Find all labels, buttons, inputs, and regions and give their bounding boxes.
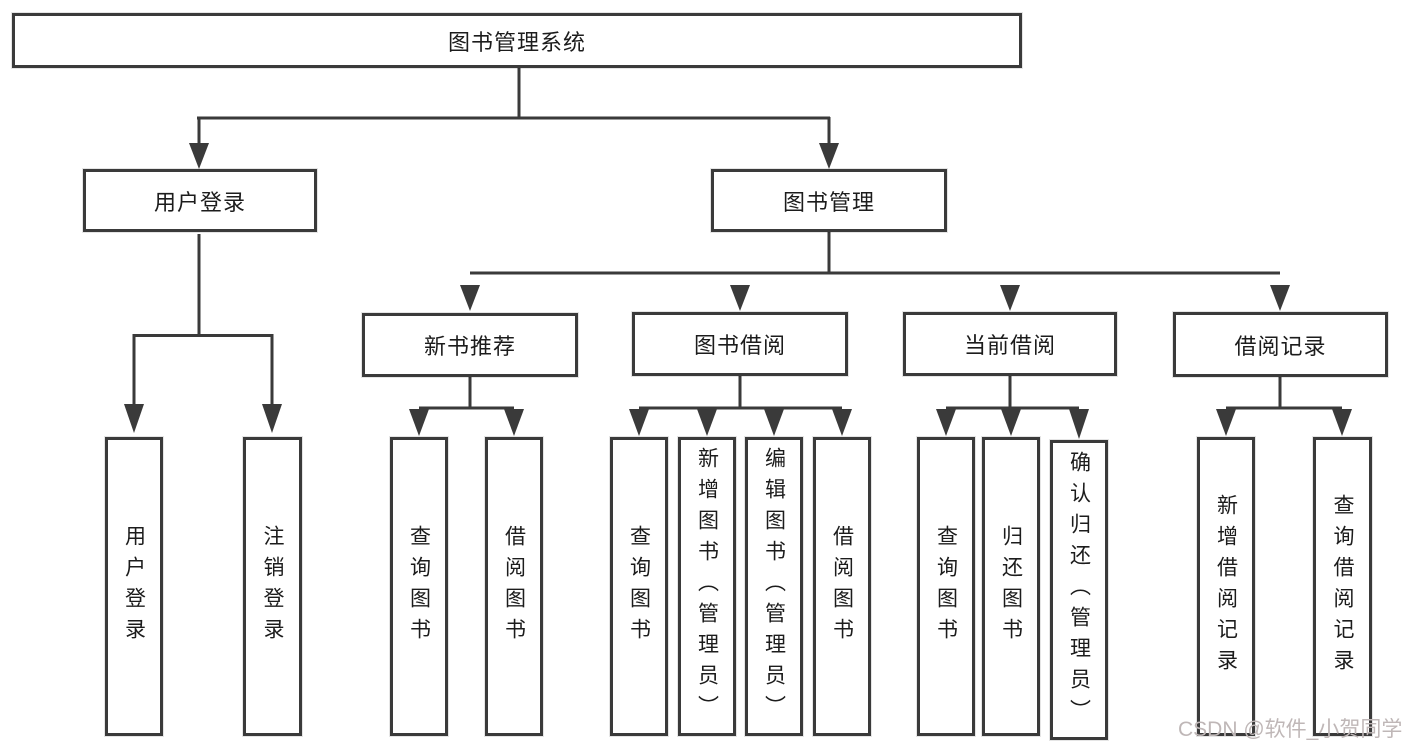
arrowhead-leaf-12 — [1216, 409, 1236, 436]
arrowhead-leaf-9 — [936, 409, 956, 436]
leaf-query-books-3: 查询图书 — [917, 437, 975, 736]
node-current-borrow: 当前借阅 — [903, 312, 1117, 376]
leaf-return-books: 归还图书 — [982, 437, 1040, 736]
leaf-edit-books-admin-label: 编辑图书（管理员） — [762, 447, 786, 726]
leaf-query-borrow-record: 查询借阅记录 — [1313, 437, 1372, 736]
arrowhead-leaf-11 — [1069, 409, 1089, 439]
leaf-logout-label: 注销登录 — [261, 524, 284, 649]
arrowhead-leaf-5 — [629, 409, 649, 436]
arrowhead-new-book-rec — [460, 285, 480, 311]
leaf-query-books-3-label: 查询图书 — [934, 524, 958, 649]
node-user-login-label: 用户登录 — [153, 189, 246, 215]
leaf-return-books-label: 归还图书 — [999, 524, 1023, 649]
node-current-borrow-label: 当前借阅 — [963, 333, 1056, 358]
leaf-user-login-label: 用户登录 — [122, 524, 146, 649]
arrowhead-user-login — [189, 143, 209, 169]
arrowhead-leaf-8 — [832, 409, 852, 436]
arrowhead-leaf-4 — [504, 409, 524, 436]
leaf-borrow-books-1-label: 借阅图书 — [502, 524, 526, 649]
node-book-borrow: 图书借阅 — [632, 312, 848, 376]
leaf-borrow-books-2-label: 借阅图书 — [830, 524, 854, 649]
arrowhead-leaf-7 — [764, 409, 784, 436]
arrowhead-book-borrow — [730, 285, 750, 311]
node-book-mgmt: 图书管理 — [711, 169, 947, 232]
leaf-confirm-return-admin-label: 确认归还（管理员） — [1067, 450, 1091, 730]
leaf-query-books-1-label: 查询图书 — [407, 524, 431, 649]
leaf-query-books-2: 查询图书 — [610, 437, 668, 736]
arrowhead-leaf-10 — [1001, 409, 1021, 436]
leaf-add-books-admin: 新增图书（管理员） — [678, 437, 736, 736]
leaf-logout: 注销登录 — [243, 437, 302, 736]
csdn-watermark: CSDN @软件_小贺同学 — [1178, 718, 1403, 741]
arrowhead-book-mgmt — [819, 143, 839, 169]
node-user-login: 用户登录 — [83, 169, 317, 232]
node-borrow-record-label: 借阅记录 — [1234, 333, 1327, 359]
leaf-query-books-1: 查询图书 — [390, 437, 448, 736]
arrowhead-borrow-record — [1270, 285, 1290, 311]
arrowhead-leaf-13 — [1332, 409, 1352, 436]
node-root-label: 图书管理系统 — [447, 29, 586, 55]
leaf-add-borrow-record-label: 新增借阅记录 — [1214, 493, 1238, 680]
leaf-borrow-books-2: 借阅图书 — [813, 437, 871, 736]
leaf-query-books-2-label: 查询图书 — [627, 524, 651, 649]
node-book-mgmt-label: 图书管理 — [782, 189, 875, 215]
leaf-edit-books-admin: 编辑图书（管理员） — [745, 437, 803, 736]
arrowhead-leaf-6 — [697, 409, 717, 436]
node-borrow-record: 借阅记录 — [1173, 312, 1388, 377]
node-book-borrow-label: 图书借阅 — [693, 333, 786, 358]
arrowhead-current-borrow — [1000, 285, 1020, 311]
leaf-confirm-return-admin: 确认归还（管理员） — [1050, 440, 1108, 740]
leaf-add-borrow-record: 新增借阅记录 — [1197, 437, 1255, 736]
arrowhead-leaf-3 — [409, 409, 429, 436]
leaf-user-login: 用户登录 — [105, 437, 163, 736]
node-root: 图书管理系统 — [12, 13, 1022, 68]
leaf-add-books-admin-label: 新增图书（管理员） — [695, 447, 719, 726]
arrowhead-leaf-2 — [262, 404, 282, 433]
node-new-book-rec: 新书推荐 — [362, 313, 578, 377]
node-new-book-rec-label: 新书推荐 — [423, 334, 516, 359]
leaf-query-borrow-record-label: 查询借阅记录 — [1331, 493, 1354, 680]
leaf-borrow-books-1: 借阅图书 — [485, 437, 543, 736]
arrowhead-leaf-1 — [124, 404, 144, 433]
